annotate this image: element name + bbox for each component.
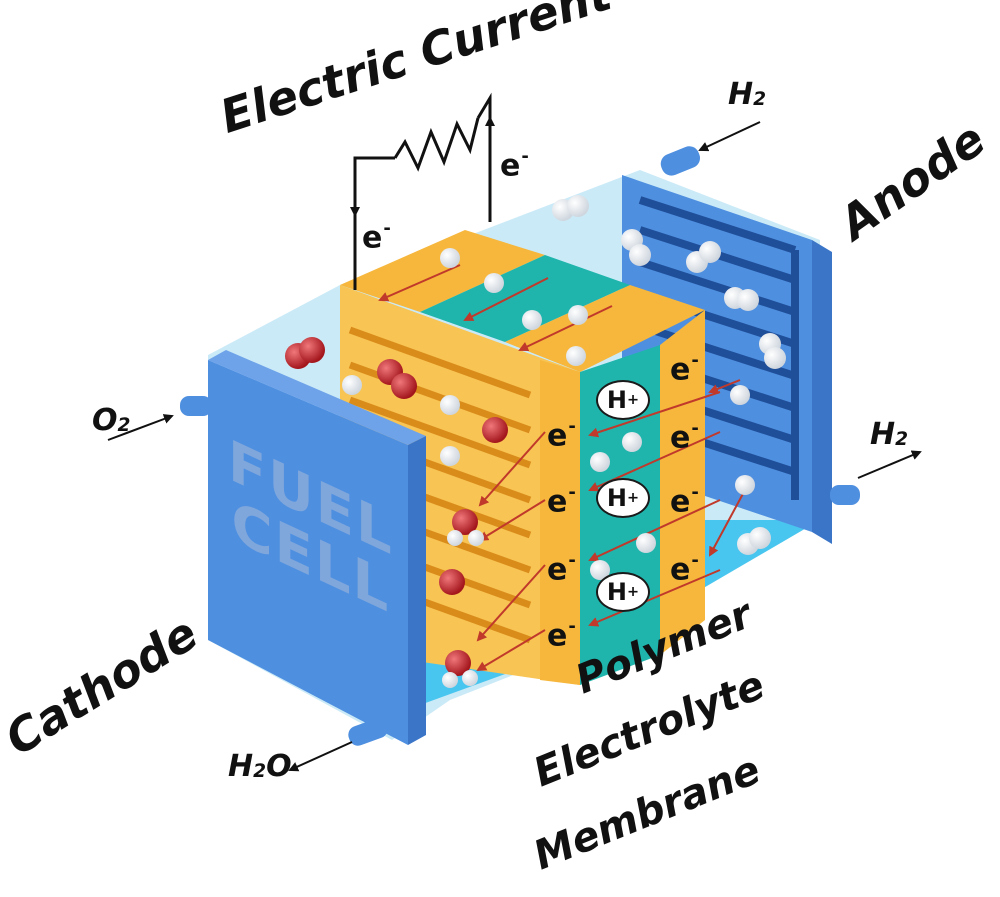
flow-arrows bbox=[107, 121, 922, 772]
arrow-icon bbox=[698, 121, 761, 152]
proton-badge: H+ bbox=[596, 572, 650, 612]
anode-electron: e- bbox=[670, 350, 699, 388]
cathode-electron: e- bbox=[547, 550, 576, 588]
hydrogen-molecule-icon bbox=[342, 195, 786, 580]
arrow-icon bbox=[288, 741, 353, 772]
circuit-electron-right: e- bbox=[500, 146, 529, 184]
cathode-electron: e- bbox=[547, 416, 576, 454]
cathode-inlet-pipe bbox=[180, 396, 212, 416]
anode-electron: e- bbox=[670, 418, 699, 456]
o2-inlet-label: O2 bbox=[92, 403, 131, 438]
anode-outlet-pipe bbox=[830, 485, 860, 505]
cathode-plate bbox=[180, 350, 426, 746]
anode-inlet-pipe bbox=[660, 146, 701, 176]
h2-inlet-label: H2 bbox=[728, 77, 767, 112]
oxygen-molecule-icon bbox=[285, 337, 508, 595]
cathode-electron: e- bbox=[547, 616, 576, 654]
external-circuit bbox=[350, 92, 495, 290]
h2o-outlet-label: H2O bbox=[228, 749, 292, 784]
anode-electron: e- bbox=[670, 550, 699, 588]
proton-badge: H+ bbox=[596, 478, 650, 518]
h2-outlet-label: H2 bbox=[870, 417, 909, 452]
proton-badge: H+ bbox=[596, 380, 650, 420]
cathode-outlet-pipe bbox=[348, 718, 388, 746]
water-molecule-icon bbox=[442, 509, 484, 688]
resistor-icon bbox=[393, 117, 480, 172]
arrow-icon bbox=[107, 414, 174, 441]
circuit-electron-left: e- bbox=[362, 218, 391, 256]
cathode-electron: e- bbox=[547, 482, 576, 520]
arrow-icon bbox=[857, 450, 922, 479]
anode-electron: e- bbox=[670, 482, 699, 520]
